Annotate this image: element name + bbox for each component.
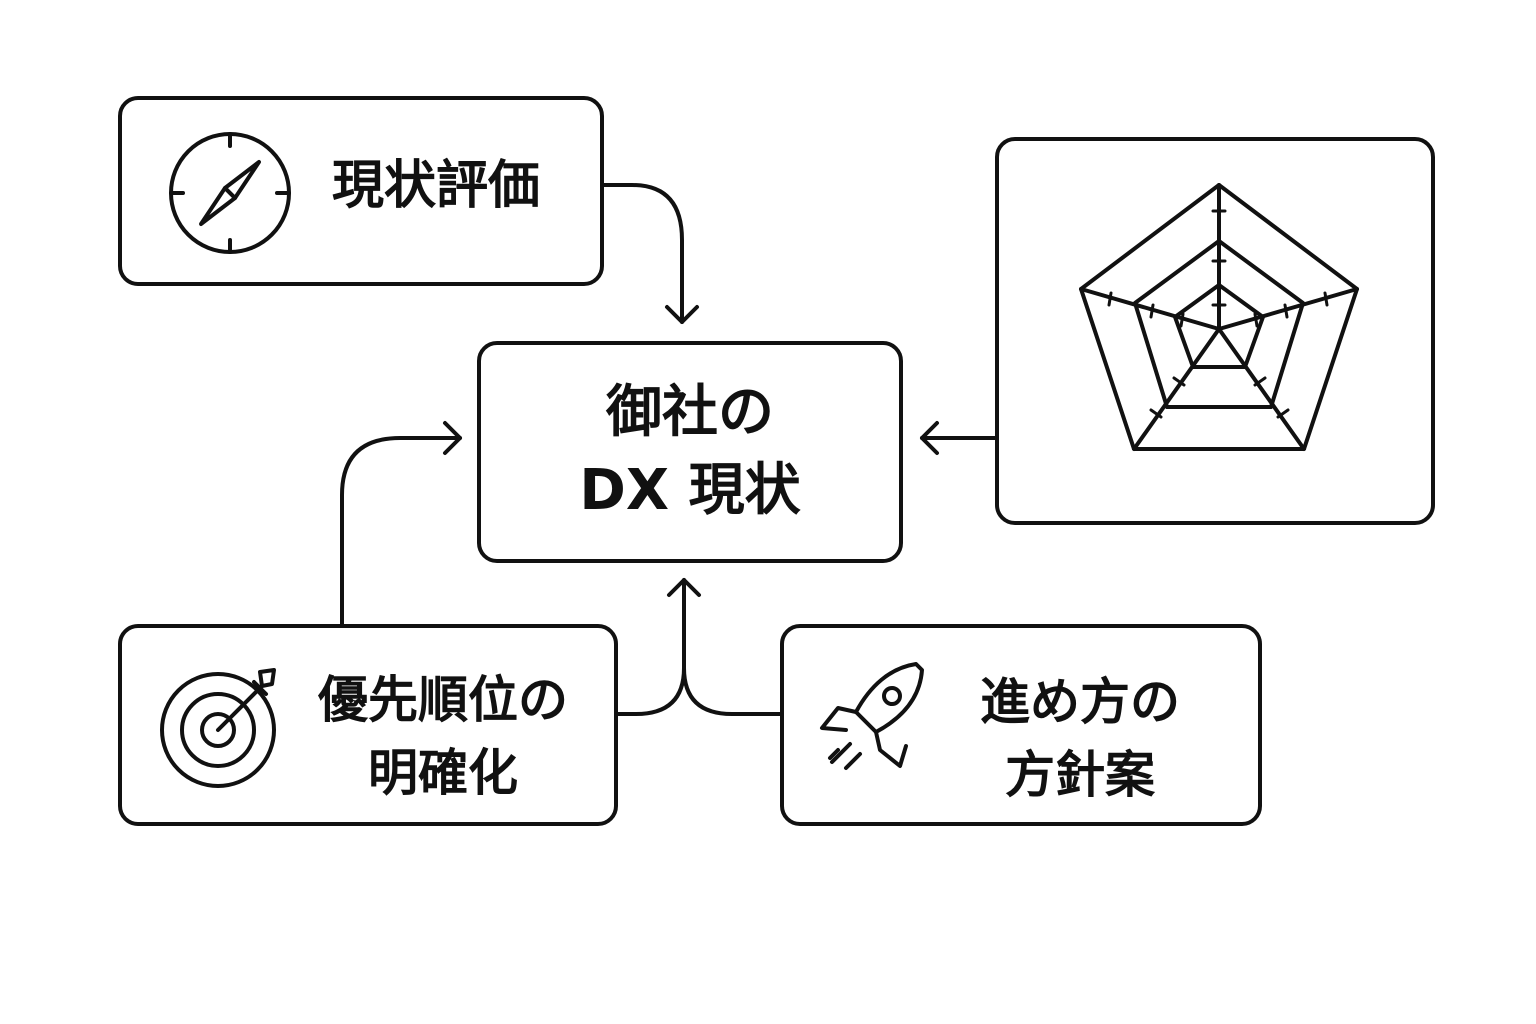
priority-clarification-label: 優先順位の 明確化 [318,664,568,809]
dx-status-box[interactable]: 御社の DX 現状 [477,341,903,563]
edge-current-to-center [602,183,684,324]
dx-status-line1: 御社の [606,379,774,445]
plan-line1: 進め方の [980,673,1180,731]
radar-chart-box[interactable] [995,137,1435,525]
target-icon [160,668,276,788]
arrowhead-priority-left [443,421,462,455]
edge-priority-to-center-bottom [616,666,686,716]
approach-plan-box[interactable]: 進め方の 方針案 [780,624,1262,826]
arrowhead-bottom [667,578,701,597]
priority-clarification-box[interactable]: 優先順位の 明確化 [118,624,618,826]
priority-line2: 明確化 [368,743,518,802]
radar-chart-icon [1079,183,1359,451]
priority-line1: 優先順位の [318,671,568,729]
dx-status-line2: DX 現状 [579,458,801,523]
plan-line2: 方針案 [1005,745,1155,804]
rocket-icon [820,662,924,770]
edge-priority-to-center-left [340,436,462,626]
current-evaluation-box[interactable]: 現状評価 [118,96,604,286]
approach-plan-label: 進め方の 方針案 [980,666,1180,811]
current-evaluation-label: 現状評価 [332,156,541,216]
edge-plan-to-center-bottom [682,578,782,716]
arrowhead-current [665,305,699,324]
dx-status-label: 御社の DX 現状 [579,374,800,531]
arrowhead-radar [920,421,939,455]
compass-icon [169,132,291,254]
